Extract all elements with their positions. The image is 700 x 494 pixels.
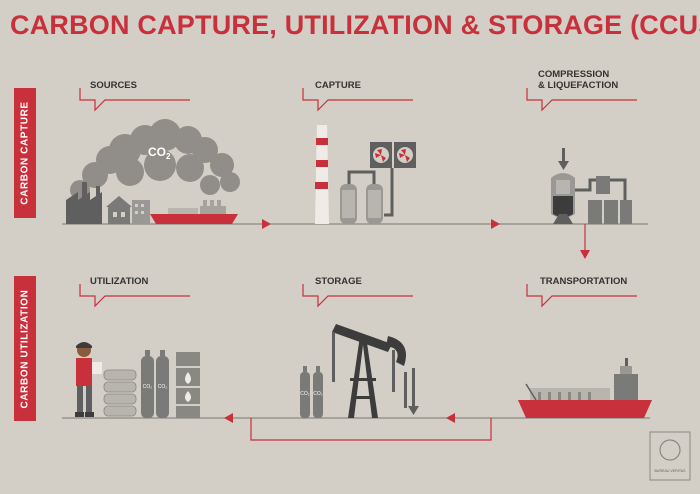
co2-text: CO (148, 145, 166, 159)
stage-label-transportation: TRANSPORTATION (540, 276, 628, 287)
utilization-illustration: CO₂ CO₂ (75, 342, 200, 418)
worker-icon (75, 342, 102, 417)
down-flow-arrow (580, 224, 590, 259)
sidebar-carbon-capture: CARBON CAPTURE (14, 88, 36, 218)
arrow-capture-to-compression (491, 219, 500, 229)
callout-transportation (526, 284, 637, 308)
capture-illustration (315, 125, 416, 224)
utilization-cylinder-label-2: CO₂ (158, 384, 168, 390)
fan-units-icon (370, 142, 416, 168)
material-stacks-icon (103, 369, 137, 417)
arrow-sources-to-capture (262, 219, 271, 229)
compression-pipe (575, 178, 627, 205)
arrow-transport-to-storage (446, 413, 455, 423)
storage-cylinder-label-1: CO₂ (300, 391, 310, 397)
pumpjack-icon (332, 324, 406, 418)
smoke-cloud (70, 119, 240, 200)
compressor-vessel-icon (551, 173, 575, 224)
stage-label-sources: SOURCES (90, 80, 137, 91)
fuel-barrel-icon (176, 352, 200, 418)
utilization-cylinder-label-1: CO₂ (143, 384, 153, 390)
tanker-ship-icon (518, 358, 652, 418)
co2-subscript: 2 (166, 152, 171, 161)
flow-arrows (224, 219, 500, 423)
transportation-illustration (518, 358, 652, 418)
small-houses-icon (106, 196, 150, 224)
storage-illustration: CO₂ CO₂ (300, 324, 419, 418)
sources-illustration: CO2 (66, 119, 240, 224)
stage-label-compression-line2: & LIQUEFACTION (538, 80, 619, 91)
utilization-cylinders-icon (141, 350, 169, 418)
callout-capture (302, 88, 413, 112)
stage-label-compression-line1: COMPRESSION (538, 69, 610, 80)
callout-utilization (79, 284, 190, 308)
label-callouts (79, 88, 637, 308)
return-path (250, 418, 492, 441)
stage-label-utilization: UTILIZATION (90, 276, 149, 287)
compression-illustration (551, 148, 632, 224)
filter-tanks-icon (340, 184, 383, 224)
injection-arrow-icon (404, 368, 419, 415)
stage-label-capture: CAPTURE (315, 80, 361, 91)
input-arrow (558, 148, 569, 170)
callout-compression (526, 88, 637, 112)
factory-icon (66, 182, 102, 224)
callout-storage (302, 284, 413, 308)
sidebar-carbon-utilization: CARBON UTILIZATION (14, 276, 36, 421)
logo-text: BUREAU VERITAS (654, 469, 686, 473)
stage-label-storage: STORAGE (315, 276, 362, 287)
chimney-icon (315, 125, 329, 224)
storage-drums-icon (588, 176, 632, 224)
storage-cylinder-label-2: CO₂ (313, 391, 323, 397)
page-title: CARBON CAPTURE, UTILIZATION & STORAGE (C… (10, 10, 700, 40)
co2-cylinders-icon (300, 366, 323, 418)
cargo-ship-icon (150, 208, 238, 224)
capture-pipe (347, 168, 394, 217)
bureau-veritas-logo: BUREAU VERITAS (649, 431, 691, 481)
callout-sources (79, 88, 190, 112)
co2-label: CO2 (148, 145, 171, 161)
arrow-storage-to-utilization (224, 413, 233, 423)
